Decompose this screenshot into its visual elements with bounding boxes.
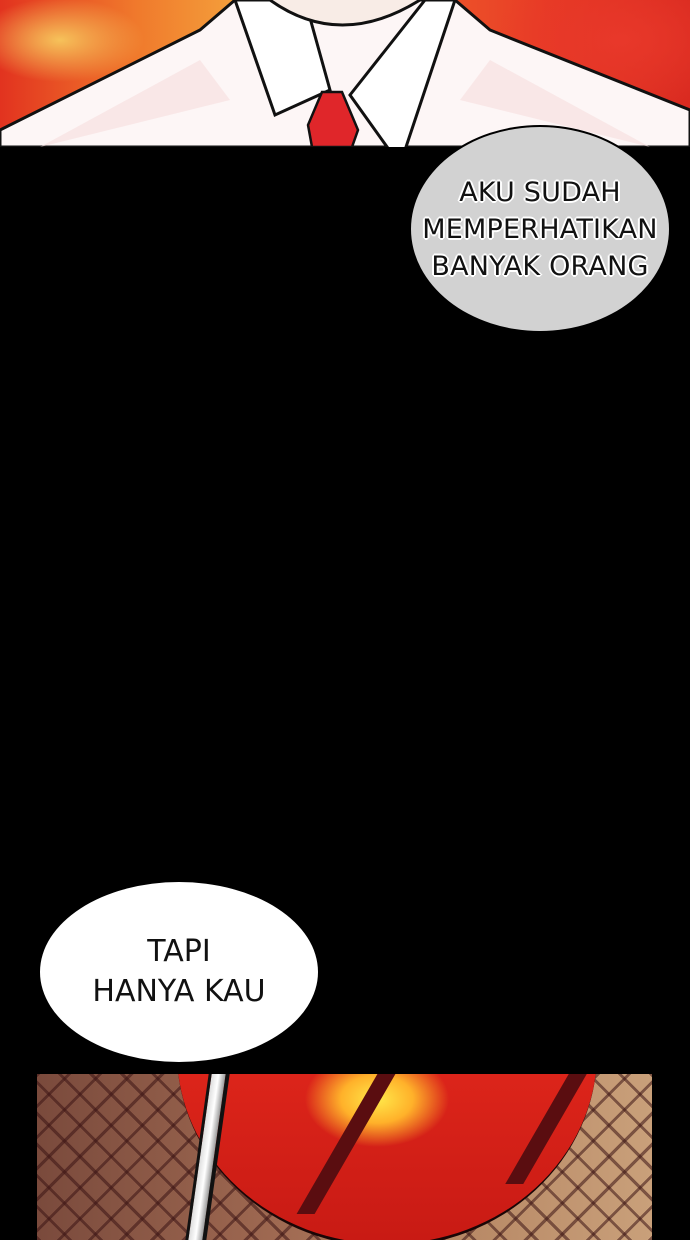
bubble-2-line-1: TAPI [147,934,211,969]
shirt-and-tie-illustration [0,0,690,147]
bubble-1-line-3: BANYAK ORANG [431,250,649,282]
bubble-1-line-2: MEMPERHATIKAN [422,213,658,245]
bubble-2-line-2: HANYA KAU [92,974,266,1009]
speech-bubble-1: AKU SUDAH MEMPERHATIKAN BANYAK ORANG [409,125,671,333]
speech-bubble-2: TAPI HANYA KAU [38,880,320,1064]
bottom-comic-panel [37,1074,652,1240]
top-comic-panel [0,0,690,147]
bubble-1-line-1: AKU SUDAH [459,176,621,208]
